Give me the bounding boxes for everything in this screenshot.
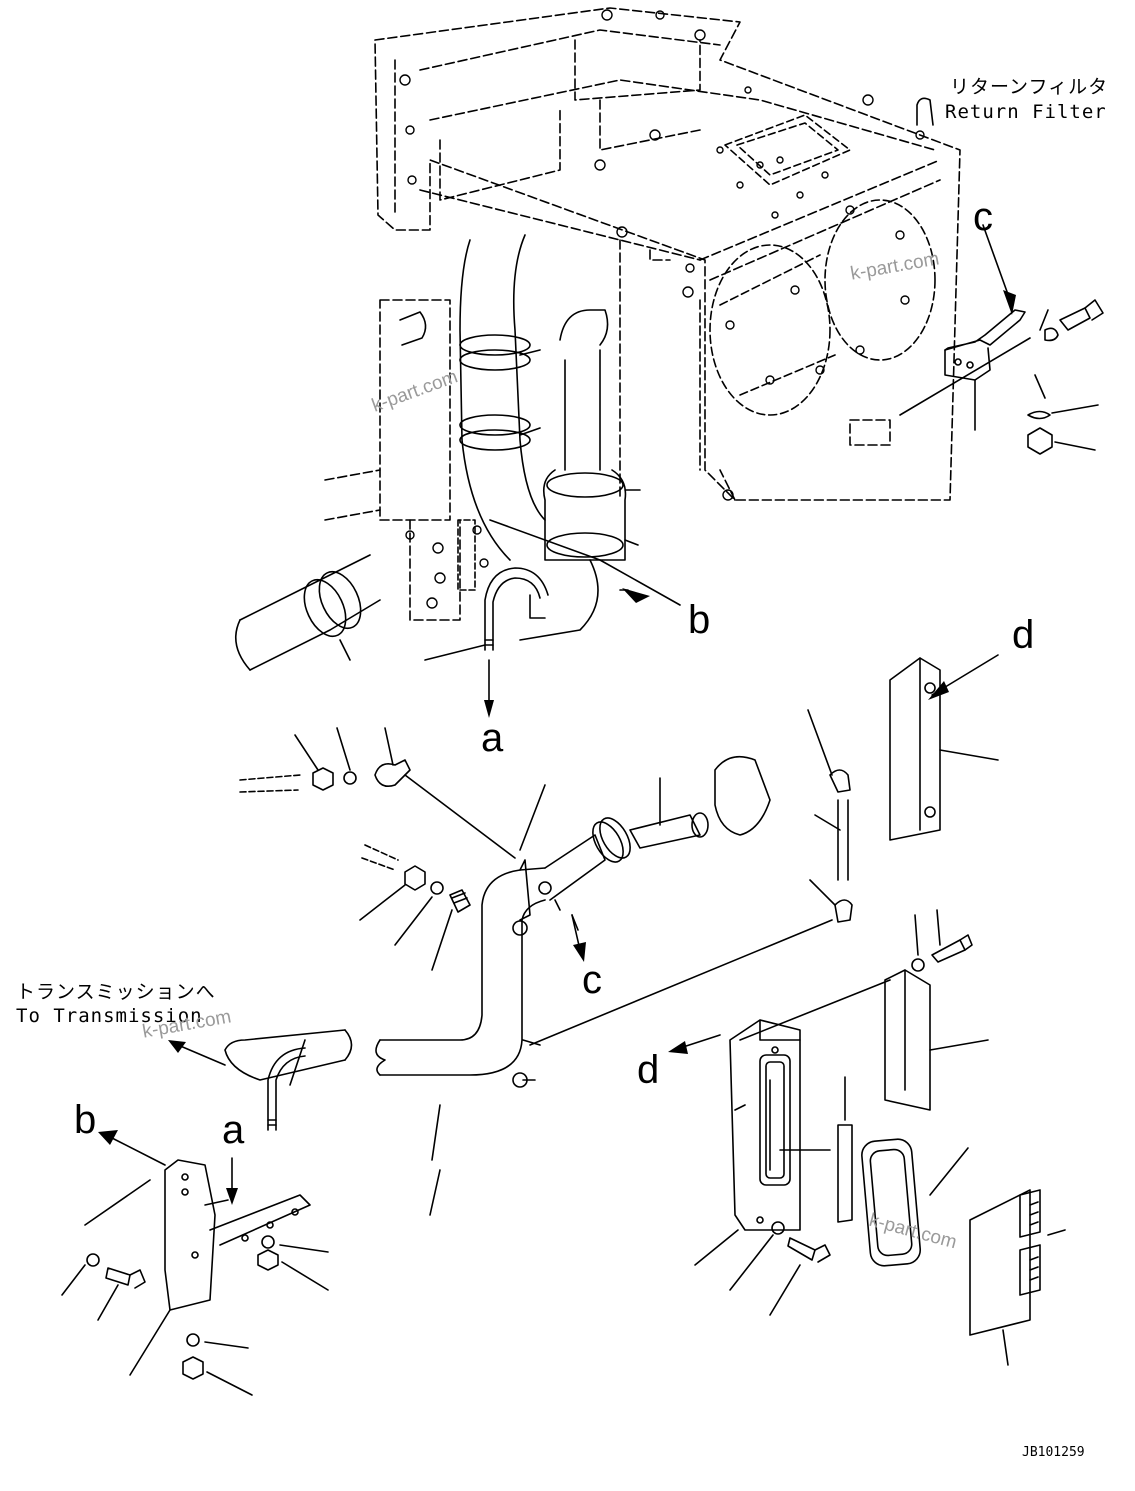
hinged-cover xyxy=(969,1189,1066,1366)
c-arrowhead-lower xyxy=(573,942,586,962)
drawing-code: JB101259 xyxy=(1022,1445,1085,1460)
rear-covers xyxy=(709,199,936,416)
lower-plate-fasteners xyxy=(729,1221,831,1316)
lower-left-arrows xyxy=(111,1044,226,1166)
cover-plate-lower xyxy=(694,1019,801,1266)
main-frame xyxy=(324,7,961,621)
lower-left-arrowheads xyxy=(98,1040,238,1205)
d-arrow-lower xyxy=(679,1034,721,1049)
return-filter-u-pipe xyxy=(916,97,934,126)
bracket-d-top xyxy=(889,657,999,841)
callout-a-top: a xyxy=(481,716,504,760)
return-filter-caption-en: Return Filter xyxy=(945,101,1107,123)
to-transmission-caption-jp: トランスミッションへ xyxy=(16,981,216,1003)
bracket-channel-lower xyxy=(884,969,989,1111)
callout-c-top: c xyxy=(973,195,993,239)
gasket xyxy=(861,1138,969,1267)
callout-d-middle: d xyxy=(637,1048,660,1092)
frame-hoses xyxy=(399,234,641,641)
bolt-washer-lower-right xyxy=(734,909,973,1151)
left-fittings xyxy=(239,727,516,971)
bracket-b-fasteners xyxy=(61,1235,329,1396)
top-arrows xyxy=(424,224,1011,711)
return-filter-caption-jp: リターンフィルタ xyxy=(950,76,1109,98)
tube-and-elbows xyxy=(529,709,853,1046)
callout-d-top: d xyxy=(1012,613,1035,657)
d-arrowhead-lower xyxy=(668,1041,688,1054)
callout-b-top: b xyxy=(688,598,711,642)
bracket-b-top xyxy=(457,519,476,591)
u-bolt-a xyxy=(484,567,549,651)
hose-clamp-lower xyxy=(267,1039,306,1131)
main-pipe xyxy=(224,867,546,1216)
bracket-c-assembly xyxy=(899,299,1104,455)
bracket-b-lower xyxy=(84,1157,311,1311)
to-transmission-caption-en: To Transmission xyxy=(16,1005,203,1027)
sight-strip xyxy=(837,1076,853,1223)
transmission-hose-upper xyxy=(234,554,381,671)
pipe-end-fittings xyxy=(519,755,771,931)
callout-a-bottom: a xyxy=(222,1108,245,1152)
arrowheads-top xyxy=(484,290,1016,718)
callout-c-middle: c xyxy=(582,958,602,1002)
callout-b-bottom: b xyxy=(74,1098,97,1142)
return-filter-plate xyxy=(724,114,851,186)
frame-bolts xyxy=(399,9,925,609)
